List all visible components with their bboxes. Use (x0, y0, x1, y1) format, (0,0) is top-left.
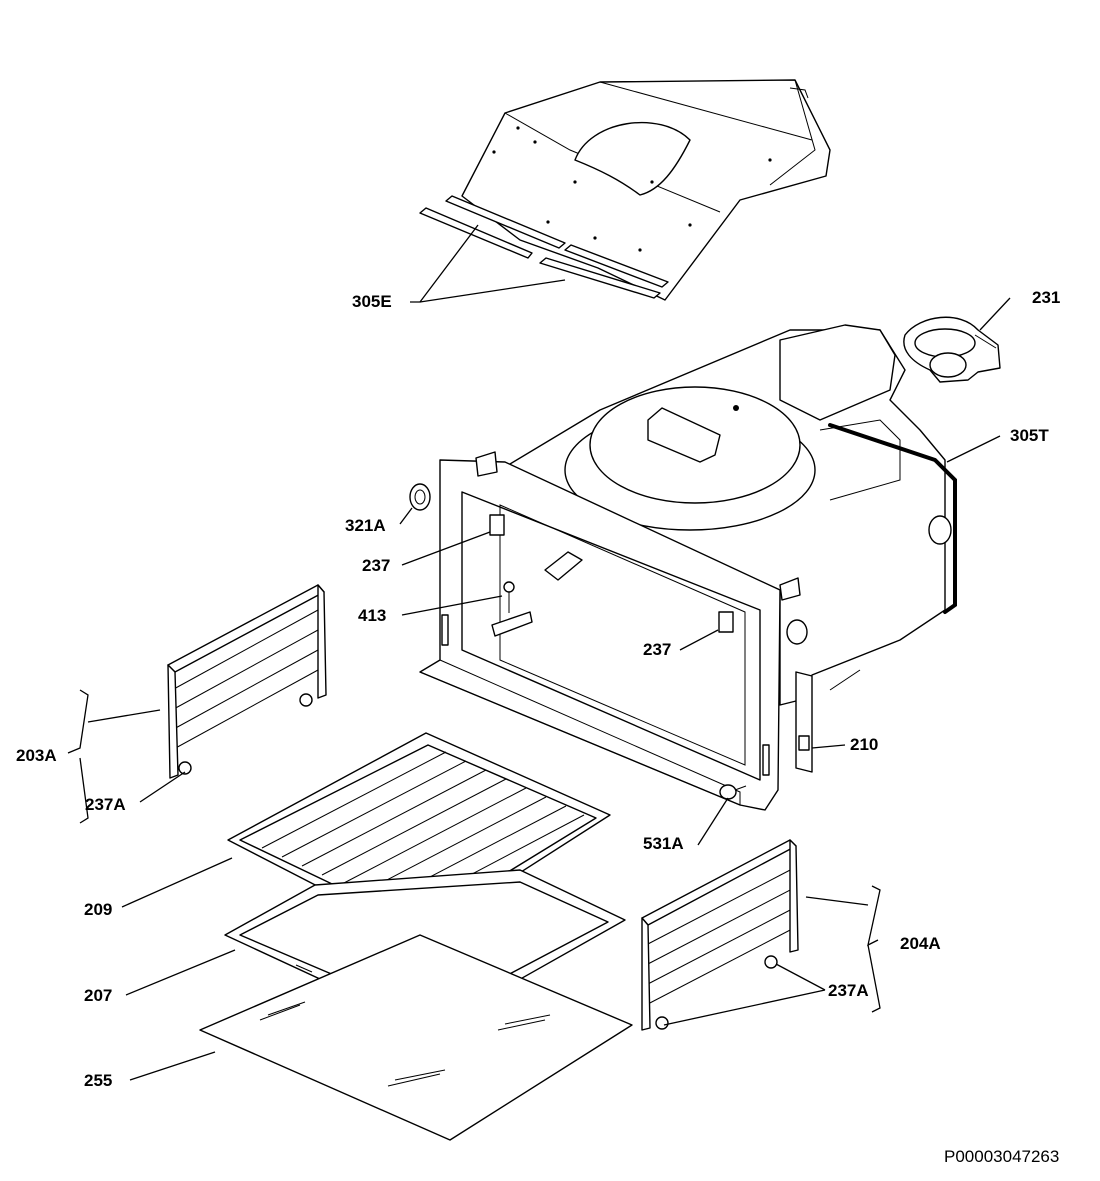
part-305E-top-cover (461, 79, 831, 301)
part-531A-foot (719, 784, 747, 800)
label-237-upper: 237 (362, 556, 391, 575)
part-231-funnel (903, 316, 1001, 383)
label-209: 209 (84, 900, 113, 919)
document-id: P00003047263 (944, 1147, 1060, 1166)
part-413-pin (503, 581, 515, 613)
leader-lines (67, 224, 1011, 1081)
label-237A-right: 237A (828, 981, 869, 1000)
label-305E: 305E (352, 292, 392, 311)
label-413: 413 (358, 606, 387, 625)
label-255: 255 (84, 1071, 113, 1090)
part-237-clip-upper (489, 514, 505, 536)
label-210: 210 (850, 735, 879, 754)
part-front-frame (419, 451, 801, 811)
label-207: 207 (84, 986, 113, 1005)
label-203A: 203A (16, 746, 57, 765)
label-204A: 204A (900, 934, 941, 953)
label-237-lower: 237 (643, 640, 672, 659)
part-237-clip-lower (718, 611, 734, 633)
part-255-glass-plate (199, 934, 633, 1141)
part-321A-grommet (409, 483, 431, 511)
label-531A: 531A (643, 834, 684, 853)
label-305T: 305T (1010, 426, 1049, 445)
part-oven-cavity (499, 324, 957, 706)
label-321A: 321A (345, 516, 386, 535)
label-231: 231 (1032, 288, 1061, 307)
part-210-bracket (795, 671, 813, 773)
part-204A-right-shelf-support (641, 839, 799, 1031)
label-237A-left: 237A (85, 795, 126, 814)
part-305E-slide-rails (419, 195, 669, 299)
part-203A-left-shelf-support (167, 584, 327, 779)
